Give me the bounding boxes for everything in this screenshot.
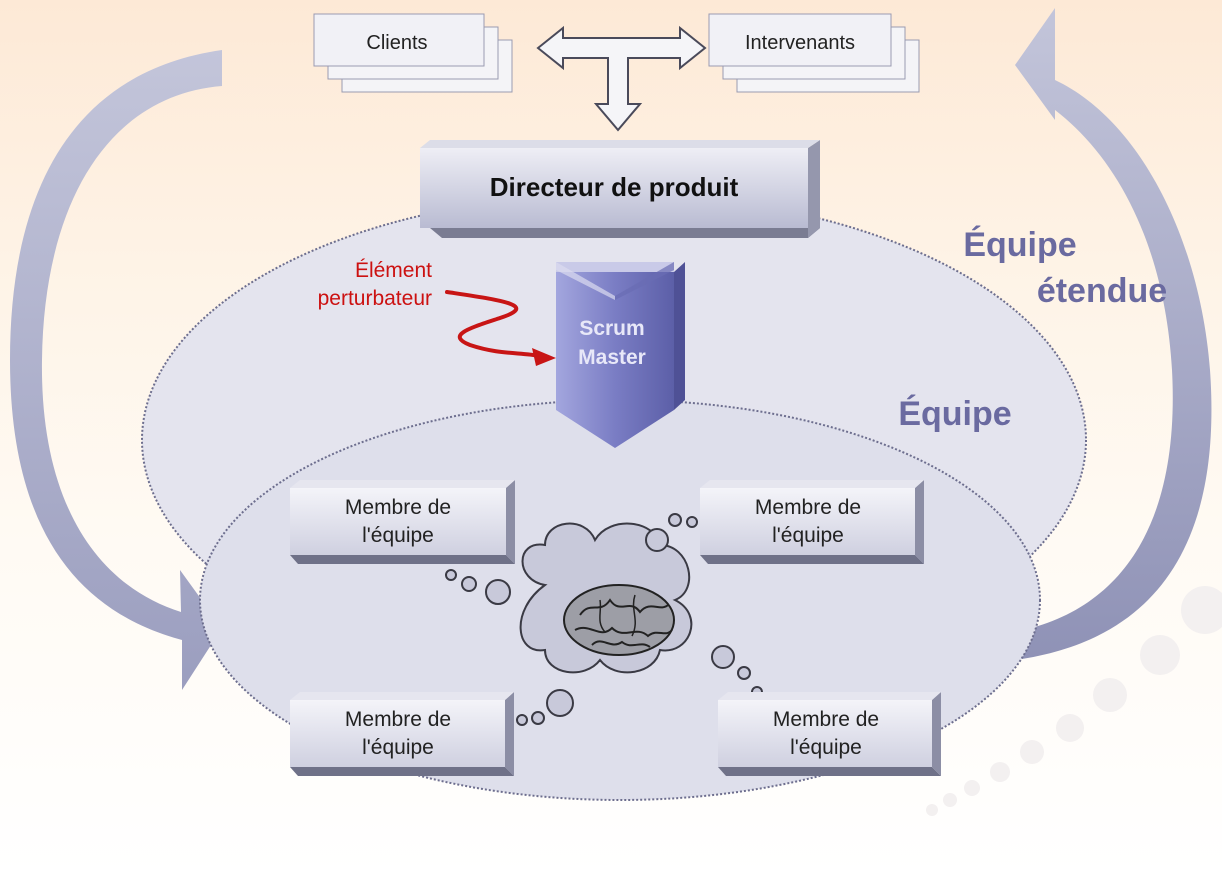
brain-icon (563, 584, 675, 656)
team-member-box-bottom-right[interactable]: Membre de l'équipe (718, 692, 941, 776)
clients-box[interactable]: Clients (313, 13, 513, 93)
scrum-master-label-line1: Scrum (579, 317, 644, 340)
extended-team-label-line2: étendue (1037, 272, 1167, 310)
double-arrow-icon (536, 25, 707, 132)
scrum-master-shield[interactable]: Scrum Master (556, 262, 685, 448)
member-label-line1: Membre de (773, 708, 879, 731)
member-label-line2: l'équipe (362, 524, 434, 547)
product-owner-box[interactable]: Directeur de produit (420, 140, 820, 238)
member-label-line2: l'équipe (362, 736, 434, 759)
scrum-master-label-line2: Master (578, 346, 646, 369)
product-owner-label: Directeur de produit (490, 172, 739, 202)
cycle-arrow-left-icon (10, 50, 222, 690)
intervenants-label: Intervenants (745, 32, 855, 54)
member-label-line1: Membre de (755, 496, 861, 519)
extended-team-label-line1: Équipe (963, 226, 1076, 264)
decorative-dots (926, 586, 1222, 816)
disruptor-arrow-icon (445, 290, 556, 366)
cycle-arrow-right-icon (1015, 8, 1212, 660)
member-label-line2: l'équipe (790, 736, 862, 759)
disruptor-label-line1: Élément (355, 259, 432, 282)
team-member-box-top-right[interactable]: Membre de l'équipe (700, 480, 924, 564)
team-label: Équipe (898, 395, 1011, 433)
team-member-box-top-left[interactable]: Membre de l'équipe (290, 480, 515, 564)
member-label-line1: Membre de (345, 708, 451, 731)
team-member-box-bottom-left[interactable]: Membre de l'équipe (290, 692, 514, 776)
intervenants-box[interactable]: Intervenants (708, 13, 920, 93)
disruptor-label-line2: perturbateur (318, 287, 432, 310)
clients-label: Clients (366, 32, 427, 54)
member-label-line2: l'équipe (772, 524, 844, 547)
member-label-line1: Membre de (345, 496, 451, 519)
